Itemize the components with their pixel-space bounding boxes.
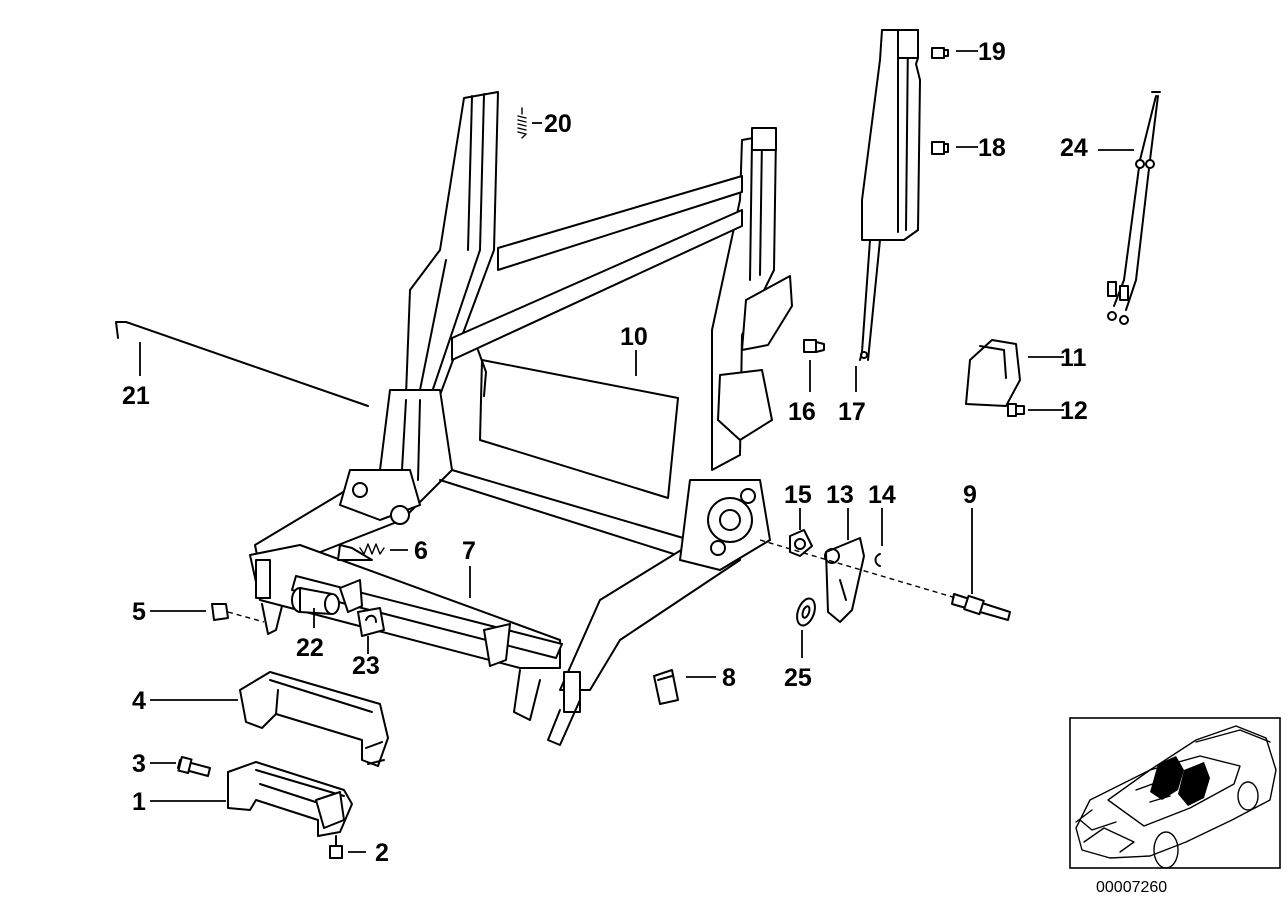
callout-17: 17 <box>838 398 866 426</box>
diagram-code: 00007260 <box>1096 879 1167 896</box>
screw-3 <box>177 755 211 777</box>
callout-23: 23 <box>352 652 380 680</box>
bolt-19 <box>931 47 949 59</box>
spring-20 <box>517 107 527 139</box>
cross-tube <box>291 544 563 667</box>
callout-24: 24 <box>1060 134 1088 162</box>
callout-14: 14 <box>868 481 896 509</box>
callout-10: 10 <box>620 323 648 351</box>
lumbar-panel <box>479 359 679 499</box>
car-icon <box>1075 725 1277 869</box>
cover-11 <box>965 339 1021 407</box>
callout-13: 13 <box>826 481 854 509</box>
bolt-18 <box>931 141 949 155</box>
callouts: 1 2 3 4 5 6 7 8 9 10 11 12 13 14 15 16 1… <box>122 38 1088 867</box>
callout-15: 15 <box>784 481 812 509</box>
nut-15 <box>789 529 813 557</box>
callout-4: 4 <box>132 687 146 715</box>
screw-16 <box>803 339 825 353</box>
callout-12: 12 <box>1060 397 1088 425</box>
callout-1: 1 <box>132 788 146 816</box>
callout-9: 9 <box>963 481 977 509</box>
seat-back-frame <box>249 91 793 746</box>
callout-25: 25 <box>784 664 812 692</box>
callout-21: 21 <box>122 382 150 410</box>
plug-8 <box>653 669 679 705</box>
callout-11: 11 <box>1060 344 1087 372</box>
callout-7: 7 <box>462 537 476 565</box>
washer-25 <box>796 597 816 627</box>
callout-19: 19 <box>978 38 1006 66</box>
callout-16: 16 <box>788 398 816 426</box>
clip-14 <box>874 553 881 567</box>
callout-3: 3 <box>132 750 146 778</box>
bracket-13 <box>824 537 865 623</box>
leader-lines <box>139 50 1134 853</box>
vehicle-location-inset: 00007260 <box>1069 717 1281 896</box>
bolt-9 <box>951 593 1011 621</box>
callout-6: 6 <box>414 537 428 565</box>
cables-24 <box>1107 91 1161 325</box>
bracket-1 <box>227 761 353 837</box>
callout-5: 5 <box>132 598 146 626</box>
callout-20: 20 <box>544 110 572 138</box>
screw-12 <box>1007 403 1025 417</box>
callout-8: 8 <box>722 664 736 692</box>
guide-rail-17 <box>859 29 921 361</box>
clip-23 <box>357 607 385 637</box>
callout-18: 18 <box>978 134 1006 162</box>
callout-2: 2 <box>375 839 389 867</box>
spring-6 <box>359 543 385 555</box>
bracket-4 <box>239 671 389 767</box>
rod-21 <box>115 321 369 407</box>
screw-2 <box>329 835 343 859</box>
bolt-5 <box>211 603 265 623</box>
callout-22: 22 <box>296 634 324 662</box>
